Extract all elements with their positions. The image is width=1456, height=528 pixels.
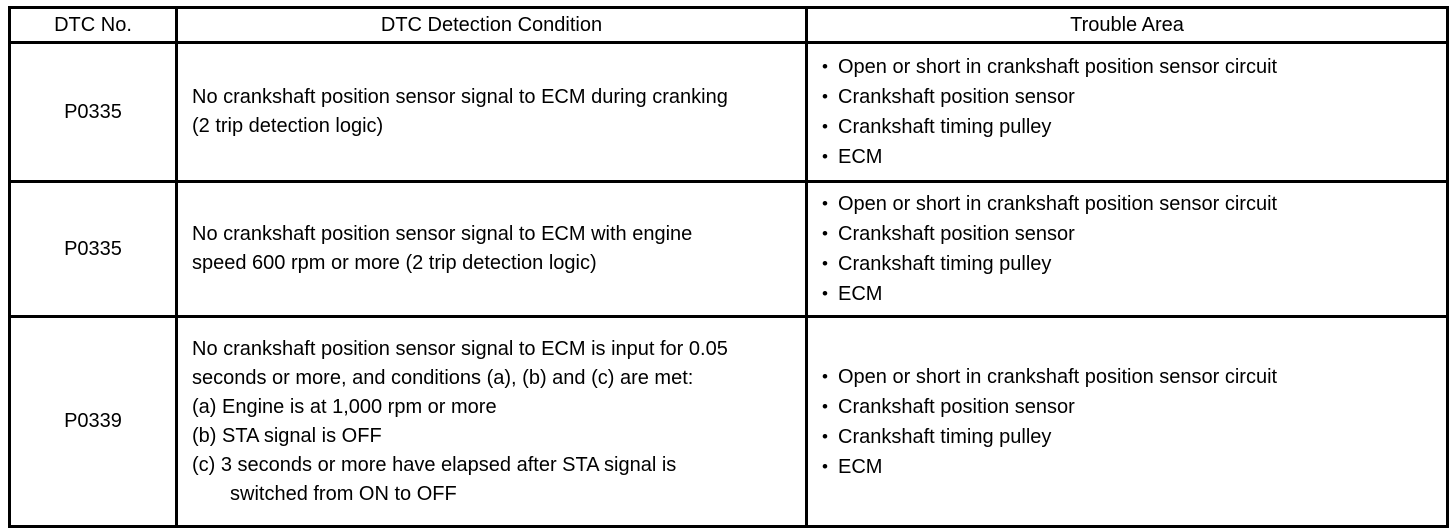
table-header: DTC No. DTC Detection Condition Trouble …	[8, 6, 1449, 44]
detection-condition-cell: No crankshaft position sensor signal to …	[175, 315, 808, 528]
list-item: • Crankshaft timing pulley	[822, 422, 1436, 452]
bullet-icon: •	[822, 194, 828, 213]
bullet-icon: •	[822, 456, 828, 476]
column-header-trouble-area: Trouble Area	[805, 6, 1449, 44]
trouble-area-cell: • Open or short in crankshaft position se…	[805, 180, 1449, 318]
list-item: • Open or short in crankshaft position se…	[822, 52, 1436, 82]
condition-line: No crankshaft position sensor signal to …	[192, 223, 693, 245]
table-row: P0335 No crankshaft position sensor sign…	[8, 41, 1449, 183]
bullet-icon: •	[822, 147, 828, 166]
list-item: • Crankshaft position sensor	[822, 392, 1436, 422]
list-item: • ECM	[822, 452, 1436, 482]
condition-line: No crankshaft position sensor signal to …	[192, 86, 728, 108]
trouble-area-list: • Open or short in crankshaft position se…	[822, 189, 1436, 309]
table-body: P0335 No crankshaft position sensor sign…	[8, 41, 1449, 528]
table-row: P0335 No crankshaft position sensor sign…	[8, 180, 1449, 318]
dtc-no-cell: P0335	[8, 180, 178, 318]
column-header-detection-condition: DTC Detection Condition	[175, 6, 808, 44]
list-item-label: ECM	[838, 146, 883, 168]
list-item-label: Crankshaft position sensor	[838, 86, 1075, 108]
detection-condition-cell: No crankshaft position sensor signal to …	[175, 180, 808, 318]
condition-line-group: No crankshaft position sensor signal to …	[192, 83, 795, 141]
dtc-no-cell: P0335	[8, 41, 178, 183]
trouble-area-list: • Open or short in crankshaft position se…	[822, 52, 1436, 172]
trouble-area-cell: • Open or short in crankshaft position se…	[805, 315, 1449, 528]
table-row: P0339 No crankshaft position sensor sign…	[8, 315, 1449, 528]
list-item-label: Crankshaft timing pulley	[838, 425, 1052, 448]
list-item-label: Crankshaft position sensor	[838, 223, 1075, 245]
bullet-icon: •	[822, 57, 828, 76]
list-item: • Crankshaft timing pulley	[822, 249, 1436, 279]
list-item-label: ECM	[838, 283, 883, 305]
condition-line: (b) STA signal is OFF	[192, 424, 382, 447]
list-item-label: Crankshaft timing pulley	[838, 116, 1052, 138]
bullet-icon: •	[822, 117, 828, 136]
bullet-icon: •	[822, 87, 828, 106]
bullet-icon: •	[822, 426, 828, 446]
list-item: • Open or short in crankshaft position se…	[822, 189, 1436, 219]
condition-line-group: No crankshaft position sensor signal to …	[192, 220, 795, 278]
list-item-label: Open or short in crankshaft position sen…	[838, 365, 1278, 388]
list-item-label: Open or short in crankshaft position sen…	[838, 56, 1278, 78]
condition-line-group: No crankshaft position sensor signal to …	[192, 335, 795, 509]
condition-line-continuation: switched from ON to OFF	[230, 482, 457, 505]
detection-condition-cell: No crankshaft position sensor signal to …	[175, 41, 808, 183]
condition-line: speed 600 rpm or more (2 trip detection …	[192, 252, 597, 274]
list-item-label: Crankshaft position sensor	[838, 395, 1075, 418]
condition-line: No crankshaft position sensor signal to …	[192, 337, 728, 360]
bullet-icon: •	[822, 284, 828, 303]
bullet-icon: •	[822, 366, 828, 386]
condition-line: (2 trip detection logic)	[192, 115, 384, 137]
list-item: • Open or short in crankshaft position se…	[822, 362, 1436, 392]
dtc-no-cell: P0339	[8, 315, 178, 528]
column-header-dtc-no: DTC No.	[8, 6, 178, 44]
condition-line: (a) Engine is at 1,000 rpm or more	[192, 395, 497, 418]
list-item: • ECM	[822, 142, 1436, 172]
list-item: • ECM	[822, 279, 1436, 309]
condition-line: seconds or more, and conditions (a), (b)…	[192, 366, 694, 389]
list-item-label: ECM	[838, 455, 883, 478]
bullet-icon: •	[822, 224, 828, 243]
bullet-icon: •	[822, 396, 828, 416]
list-item-label: Open or short in crankshaft position sen…	[838, 193, 1278, 215]
list-item: • Crankshaft position sensor	[822, 219, 1436, 249]
list-item-label: Crankshaft timing pulley	[838, 253, 1052, 275]
list-item: • Crankshaft position sensor	[822, 82, 1436, 112]
list-item: • Crankshaft timing pulley	[822, 112, 1436, 142]
dtc-table: DTC No. DTC Detection Condition Trouble …	[8, 6, 1449, 528]
condition-line: (c) 3 seconds or more have elapsed after…	[192, 453, 677, 476]
trouble-area-list: • Open or short in crankshaft position se…	[822, 362, 1436, 482]
table-header-row: DTC No. DTC Detection Condition Trouble …	[8, 6, 1449, 44]
trouble-area-cell: • Open or short in crankshaft position se…	[805, 41, 1449, 183]
bullet-icon: •	[822, 254, 828, 273]
document-page: DTC No. DTC Detection Condition Trouble …	[8, 6, 1449, 528]
